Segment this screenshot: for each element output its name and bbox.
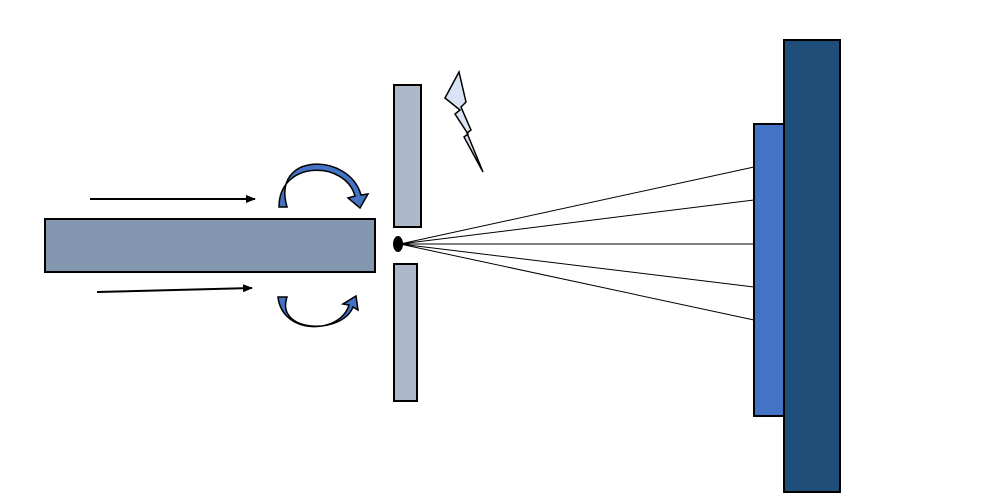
beam-rays <box>399 166 755 321</box>
lower-slit-plate <box>393 263 418 402</box>
rod <box>44 218 376 273</box>
lightning-icon <box>444 69 484 173</box>
back-plate <box>783 39 841 493</box>
beam-ray <box>399 243 755 288</box>
upper-slit-plate <box>393 84 422 228</box>
lower-flow-arrow-icon <box>96 284 253 293</box>
beam-ray <box>399 243 755 321</box>
upper-curved-arrow-icon <box>278 163 370 210</box>
lower-curved-arrow-icon <box>277 294 359 328</box>
source-spot <box>393 236 403 252</box>
beam-ray <box>399 166 755 245</box>
front-plate <box>753 123 785 417</box>
flow-arrows <box>90 195 256 293</box>
beam-ray <box>399 199 755 245</box>
